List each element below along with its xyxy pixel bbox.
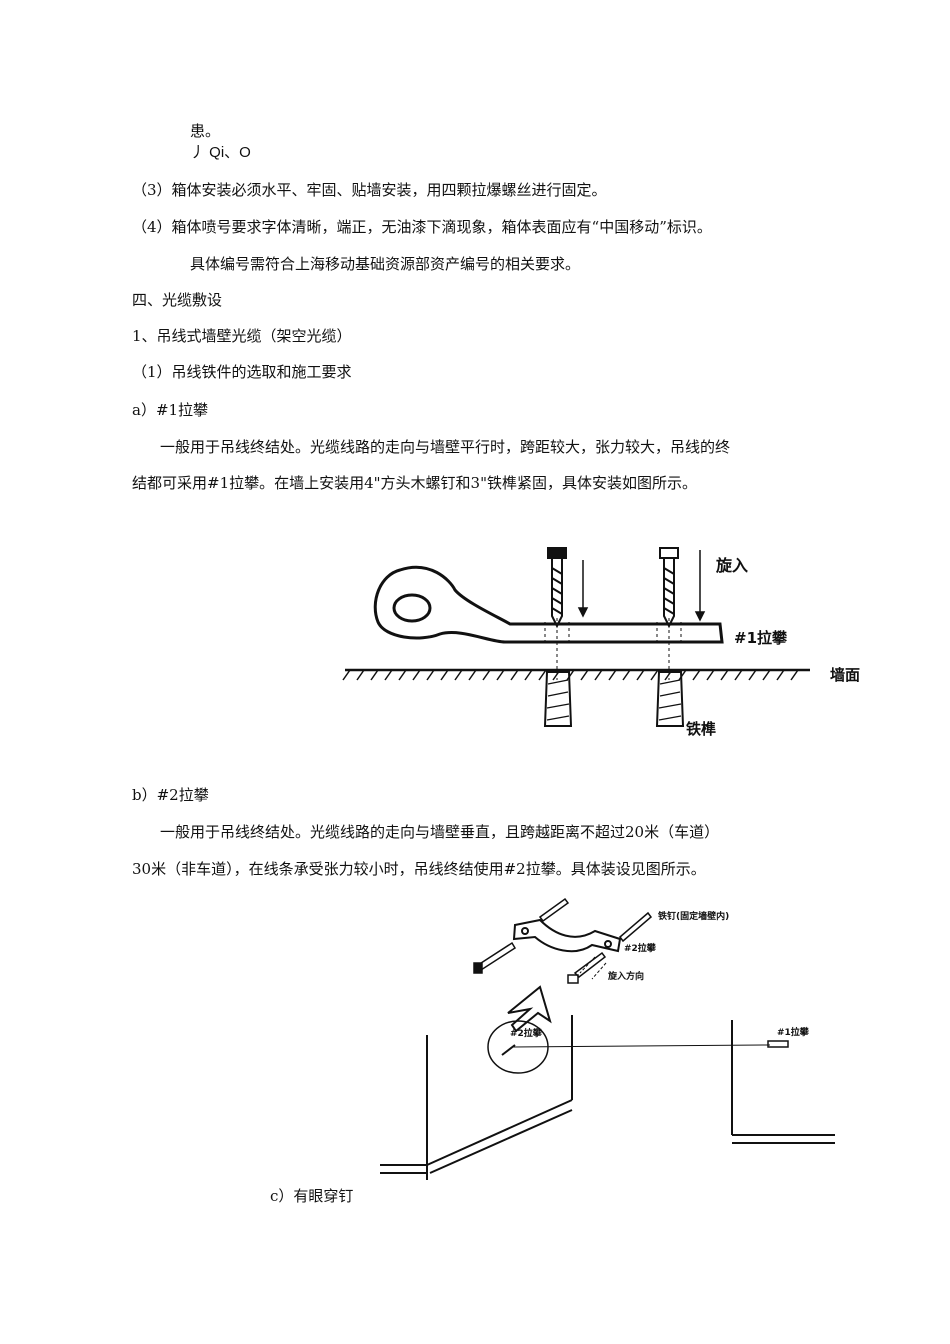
text-line: （3）箱体安装必须水平、牢固、贴墙安装，用四颗拉爆螺丝进行固定。	[132, 181, 607, 199]
label-circle-part-2: #2拉攀	[510, 1029, 542, 1039]
label-wall-surface: 墙面	[830, 666, 861, 684]
text-line: （4）箱体喷号要求字体清晰，端正，无油漆下滴现象，箱体表面应有“中国移动”标识。	[132, 218, 712, 236]
item-heading: a）#1拉攀	[132, 401, 209, 419]
text-line: 患。	[190, 122, 221, 140]
label-part-2: #2拉攀	[624, 944, 656, 954]
figure-2-diagram: 铁钉(固定墙壁内) #2拉攀 旋入方向 #2拉攀 #1拉攀	[380, 895, 860, 1185]
subsection-heading: 1、吊线式墙壁光缆（架空光缆）	[132, 327, 352, 345]
item-heading: b）#2拉攀	[132, 786, 209, 804]
text-line: 一般用于吊线终结处。光缆线路的走向与墙壁垂直，且跨越距离不超过20米（车道）	[160, 823, 720, 841]
label-rotate-in: 旋入	[716, 556, 749, 575]
figure-1-diagram: 旋入 #1拉攀 墙面 铁榫	[340, 530, 880, 760]
text-line: 结都可采用#1拉攀。在墙上安装用4"方头木螺钉和3"铁榫紧固，具体安装如图所示。	[132, 474, 698, 492]
label-nail: 铁钉(固定墙壁内)	[658, 912, 730, 922]
label-rotate-direction: 旋入方向	[608, 972, 645, 982]
label-part-1: #1拉攀	[734, 629, 788, 647]
label-iron-plug: 铁榫	[686, 720, 717, 738]
text-line: 丿 Qi、O	[190, 144, 251, 161]
subsection-heading: （1）吊线铁件的选取和施工要求	[132, 363, 352, 381]
section-heading: 四、光缆敷设	[132, 291, 223, 309]
text-line: 30米（非车道），在线条承受张力较小时，吊线终结使用#2拉攀。具体装设见图所示。	[132, 860, 706, 878]
text-line: 具体编号需符合上海移动基础资源部资产编号的相关要求。	[190, 255, 581, 273]
item-heading: c）有眼穿钉	[270, 1187, 354, 1205]
text-line: 一般用于吊线终结处。光缆线路的走向与墙壁平行时，跨距较大，张力较大，吊线的终	[160, 438, 731, 456]
label-part-1-right: #1拉攀	[777, 1028, 809, 1038]
